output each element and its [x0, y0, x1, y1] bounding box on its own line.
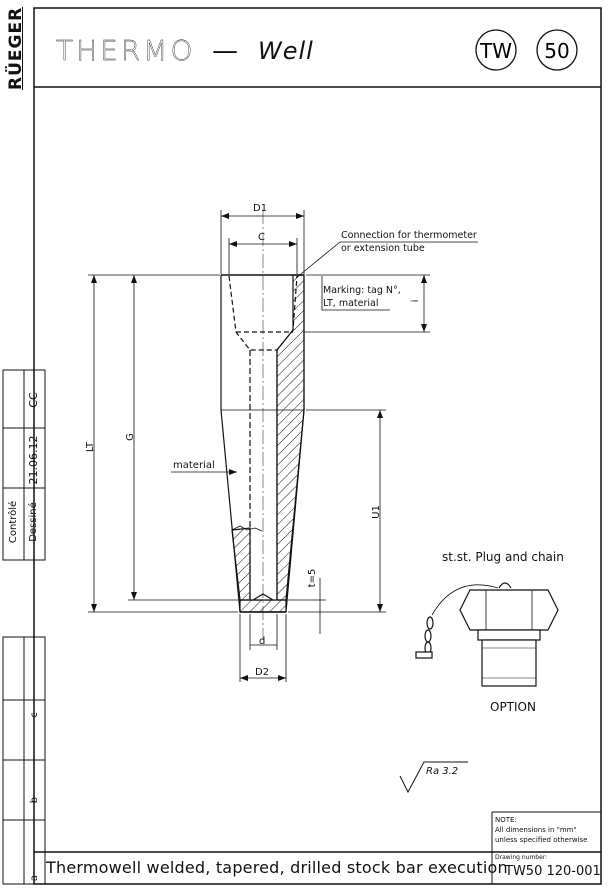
note-connection-line1: Connection for thermometer: [341, 230, 477, 241]
revision-a: a: [29, 874, 40, 882]
badge-tw: TW: [479, 39, 512, 63]
note-unless: unless specified otherwise: [495, 836, 588, 844]
company-logo: RÜEGER: [6, 6, 26, 90]
revision-c: c: [29, 712, 40, 718]
marking-leader: [321, 276, 390, 311]
badge-circle-tw: [475, 29, 517, 71]
label-dessine: Dessiné: [28, 502, 39, 542]
title-well: Well: [258, 37, 314, 65]
dim-i: i: [410, 299, 421, 303]
connection-leader: [295, 241, 478, 279]
drawing-number-label: Drawing number:: [495, 854, 548, 861]
note-material: material: [173, 460, 215, 471]
title-thermo: THERMO: [56, 34, 196, 67]
note-connection-line2: or extension tube: [341, 243, 425, 254]
note-marking-line2: LT, material: [323, 298, 379, 309]
dimension-lines: [88, 210, 478, 682]
note-marking-line1: Marking: tag N°,: [323, 285, 401, 296]
side-initials: CC: [27, 392, 40, 408]
arrowheads: [91, 213, 427, 681]
title-dash: —: [212, 36, 238, 66]
counterbore: [228, 275, 298, 351]
dim-d2: D2: [255, 667, 270, 678]
plug-and-chain-drawing: [415, 582, 559, 687]
drawing-description: Thermowell welded, tapered, drilled stoc…: [46, 858, 508, 877]
dim-lt: LT: [85, 441, 96, 453]
badge-50: 50: [544, 39, 569, 63]
side-date: 21.06.12: [27, 435, 40, 485]
option-label: OPTION: [490, 700, 536, 714]
left-wall-hatch: [231, 527, 251, 601]
note-title: NOTE:: [495, 816, 517, 824]
note-dimensions: All dimensions in "mm": [495, 826, 577, 834]
dim-t: t=5: [307, 568, 318, 588]
roughness-symbol: [399, 761, 468, 794]
right-wall-hatch: [276, 274, 305, 601]
dim-u1: U1: [371, 505, 382, 519]
roughness-value: Ra 3.2: [426, 766, 459, 777]
dim-d: d: [259, 636, 266, 647]
option-title: st.st. Plug and chain: [442, 550, 564, 564]
dim-g: G: [125, 433, 136, 441]
revision-b: b: [29, 796, 40, 804]
thermowell-section: [220, 210, 305, 640]
label-controle: Contrôlé: [8, 500, 19, 544]
sheet-frame: [33, 7, 602, 885]
drawing-number: TW50 120-001: [505, 864, 601, 879]
dim-c: C: [258, 232, 265, 243]
badge-circle-50: [536, 29, 578, 71]
dim-d1: D1: [253, 203, 268, 214]
